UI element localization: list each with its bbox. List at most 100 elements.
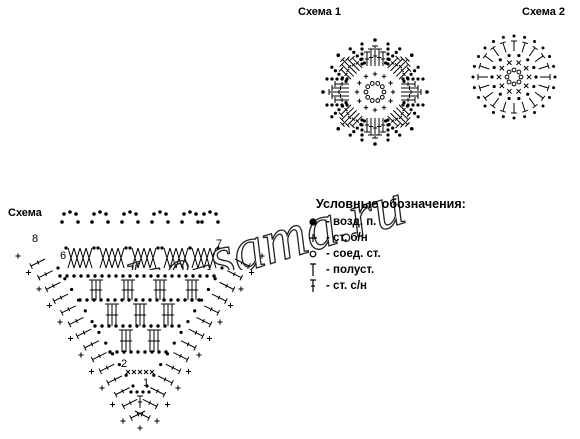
chain-dot	[411, 77, 415, 81]
legend: Условные обозначения: - возд. п. - ст. б…	[306, 197, 506, 294]
dc-stitch	[521, 41, 529, 53]
chain-dot	[196, 220, 200, 224]
chain-dot	[90, 220, 94, 224]
chain-dot	[106, 220, 110, 224]
chain-dot	[386, 47, 390, 51]
chain-dot	[483, 46, 487, 50]
chain-dot	[402, 101, 406, 105]
sc-plus	[206, 335, 213, 342]
dc-stitch	[364, 51, 370, 66]
dc-stitch	[234, 258, 251, 269]
chain-dot	[212, 274, 216, 278]
slip-ring	[518, 74, 524, 80]
half-dc-icon	[306, 263, 320, 277]
sc-cross	[499, 83, 505, 89]
dc-stitch	[534, 53, 546, 63]
chain-dot	[121, 274, 125, 278]
sc-plus	[227, 302, 234, 309]
chain-dot	[412, 69, 417, 73]
chain-dot	[337, 108, 341, 112]
slip-ring	[381, 89, 387, 95]
chain-dot	[552, 86, 556, 90]
chain-dot	[149, 274, 153, 278]
slip-ring	[516, 69, 522, 75]
chain-dot	[483, 104, 487, 108]
chain-dot	[360, 138, 364, 142]
chain-dot	[394, 129, 398, 134]
chain-dot	[93, 324, 97, 328]
dc-stitch	[482, 53, 494, 63]
chain-dot	[180, 220, 184, 224]
chain-dot	[512, 34, 516, 38]
sc-plus	[388, 80, 393, 86]
chain-dot	[362, 61, 366, 65]
chain-dot	[149, 324, 153, 328]
chain-dot	[56, 266, 60, 270]
chain-dot	[472, 64, 476, 68]
chain-dot	[136, 220, 140, 224]
chain-dot	[97, 330, 101, 334]
dc-stitch	[482, 91, 494, 101]
chain-dot	[176, 298, 180, 302]
mesh-block	[131, 247, 157, 269]
chain-dot	[110, 352, 115, 356]
chain-dot	[64, 246, 68, 250]
sc-plus	[99, 385, 105, 391]
chain-dot	[517, 96, 521, 101]
chain-dot	[92, 246, 96, 250]
chain-dot	[401, 103, 405, 107]
chain-dot	[373, 142, 377, 146]
dc-stitch	[193, 279, 199, 300]
chain-dot	[501, 35, 505, 39]
chain-dot	[93, 274, 97, 278]
row-number: 7	[216, 238, 222, 250]
chain-dot	[124, 246, 128, 250]
sc-plus	[381, 74, 387, 79]
chain-dot	[409, 108, 413, 112]
slip-ring	[506, 69, 512, 75]
sc-plus	[15, 253, 21, 259]
dc-stitch	[368, 48, 374, 66]
dc-stitch	[521, 101, 529, 113]
chain-dot	[184, 274, 188, 278]
slip-ring	[504, 74, 510, 80]
dc-stitch	[349, 55, 363, 69]
chain-dot	[156, 274, 160, 278]
dc-stitch	[142, 398, 159, 410]
dc-stitch	[113, 303, 119, 326]
chain-dot	[425, 90, 429, 94]
dc-stitch	[67, 317, 84, 328]
dc-stitch	[376, 118, 382, 136]
slip-ring	[369, 98, 375, 103]
chain-dot	[533, 39, 536, 43]
chain-dot	[507, 96, 511, 101]
chain-dot	[60, 220, 64, 224]
chain-dot	[70, 287, 74, 292]
chain-dot	[386, 118, 390, 122]
chain-dot	[78, 298, 82, 302]
chain-dot	[348, 47, 352, 51]
chain-dot	[330, 115, 334, 119]
dc-stitch	[528, 45, 538, 57]
chain-dot	[129, 390, 133, 394]
slip-ring	[375, 81, 381, 86]
dc-stitch	[121, 398, 138, 410]
chain-dot	[330, 65, 334, 69]
dc-stitch	[137, 395, 143, 408]
chain-dot	[352, 129, 356, 134]
slip-ring	[511, 67, 517, 73]
chain-dot	[345, 103, 349, 107]
chain-dot	[325, 103, 329, 107]
dc-stitch	[127, 329, 133, 352]
slip-ring	[365, 84, 371, 90]
chain-dot	[107, 274, 111, 278]
chain-dot	[409, 72, 413, 76]
row-number: 8	[32, 233, 38, 245]
dc-stitch	[344, 56, 360, 72]
slip-ring	[506, 79, 512, 85]
dc-stitch	[349, 115, 363, 129]
chain-dot	[359, 57, 363, 62]
chain-dot	[359, 122, 363, 127]
dc-stitch	[538, 62, 550, 70]
chain-dot	[198, 274, 202, 278]
